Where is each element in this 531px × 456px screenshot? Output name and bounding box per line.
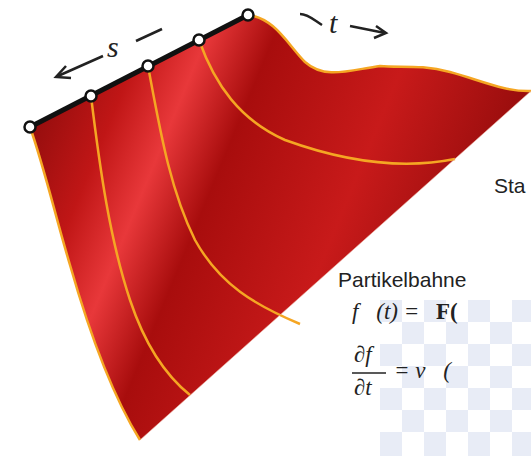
- surface-left-border: [30, 127, 140, 440]
- t-arrow-head: [374, 26, 386, 38]
- seed-point: [194, 35, 205, 46]
- formula-denominator: ∂t: [354, 375, 372, 400]
- heading-fragment: Sta: [494, 174, 526, 197]
- time-line: [199, 40, 455, 164]
- formula-text: f⃗(t) =: [352, 299, 419, 324]
- formula-numerator: ∂f⃗: [354, 342, 390, 367]
- s-arrow-head: [56, 66, 71, 78]
- seed-point: [143, 61, 154, 72]
- t-curve: [300, 14, 322, 25]
- seed-point: [86, 91, 97, 102]
- time-line: [91, 96, 190, 395]
- axis-label: s: [107, 30, 119, 63]
- axis-label: t: [329, 6, 337, 39]
- time-line: [148, 66, 300, 324]
- seed-points: [25, 10, 254, 133]
- seed-point: [243, 10, 254, 21]
- surface-top-border: [248, 15, 531, 91]
- time-lines: [30, 15, 531, 440]
- surface-body: [30, 15, 531, 440]
- seed-point: [25, 122, 36, 133]
- seed-line: [30, 15, 248, 127]
- formula-text: = v⃗(: [394, 358, 451, 383]
- heading-fragment: Partikelbahne: [338, 268, 466, 291]
- surface-lower-edge: [140, 91, 531, 440]
- formula-text: F(: [436, 299, 458, 324]
- fraction-bar: [352, 372, 386, 374]
- s-dash: [136, 29, 162, 41]
